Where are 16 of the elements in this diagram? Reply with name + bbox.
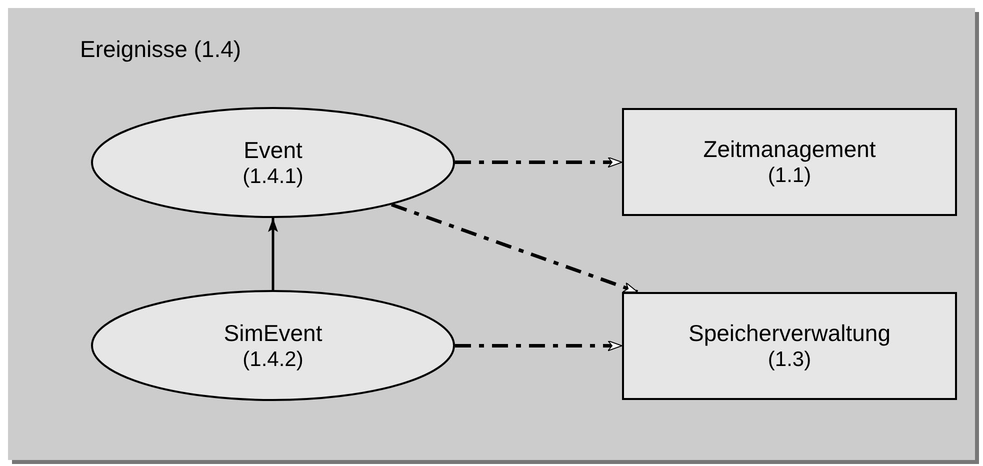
node-number: (1.1)	[768, 163, 812, 189]
node-name: Speicherverwaltung	[688, 319, 890, 347]
node-number: (1.3)	[768, 347, 812, 373]
arrow	[390, 202, 638, 294]
node-name: SimEvent	[224, 318, 322, 346]
process-box	[622, 108, 957, 216]
arrow	[455, 340, 622, 352]
node-number: (1.4.2)	[242, 346, 304, 372]
arrow	[268, 218, 278, 290]
node-name: Zeitmanagement	[703, 135, 876, 163]
panel-title: Ereignisse (1.4)	[80, 36, 242, 62]
node-number: (1.4.1)	[242, 164, 304, 190]
node-name: Event	[244, 136, 302, 164]
process-box	[622, 292, 957, 400]
arrow	[455, 156, 622, 168]
package-panel	[8, 8, 975, 460]
